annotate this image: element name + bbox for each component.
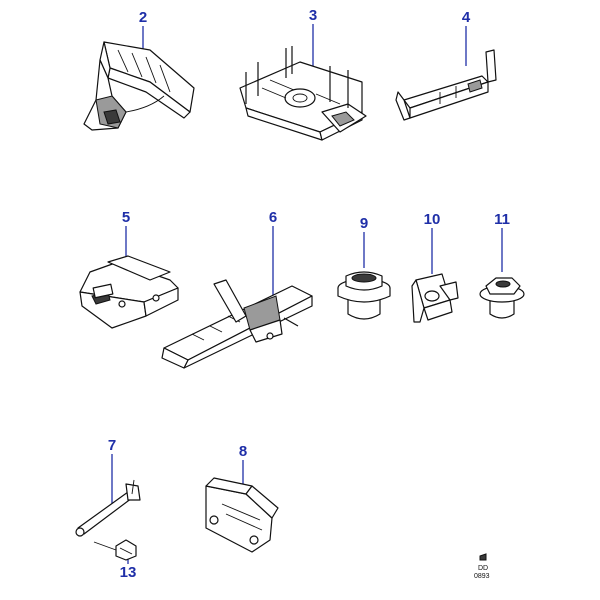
part-8-mounting-plate: 8 [205, 443, 279, 553]
part-4-clip-bracket: 4 [395, 9, 497, 121]
callout-10: 10 [424, 211, 441, 228]
callout-5: 5 [122, 209, 130, 226]
part-13-screw: 13 [93, 539, 137, 581]
reference-code-line2: 0893 [474, 573, 490, 580]
part-7-rod: 7 [75, 437, 141, 537]
callout-2: 2 [139, 9, 147, 26]
part-10-clip-nut: 10 [411, 211, 459, 323]
part-5-box-bracket: 5 [79, 209, 179, 329]
callout-6: 6 [269, 209, 277, 226]
callout-4: 4 [462, 9, 471, 26]
reference-code: DD 0893 [474, 553, 490, 580]
callout-8: 8 [239, 443, 247, 460]
callout-11: 11 [494, 211, 510, 228]
callout-7: 7 [108, 437, 116, 454]
part-2-bracket: 2 [83, 9, 195, 131]
part-9-grommet: 9 [337, 215, 391, 320]
callout-13: 13 [120, 564, 137, 581]
part-3-frame: 3 [239, 7, 367, 141]
part-6-base: 6 [161, 209, 313, 369]
part-11-flange-nut: 11 [479, 211, 525, 319]
callout-9: 9 [360, 215, 368, 232]
reference-code-line1: DD [478, 565, 488, 572]
callout-3: 3 [309, 7, 317, 24]
